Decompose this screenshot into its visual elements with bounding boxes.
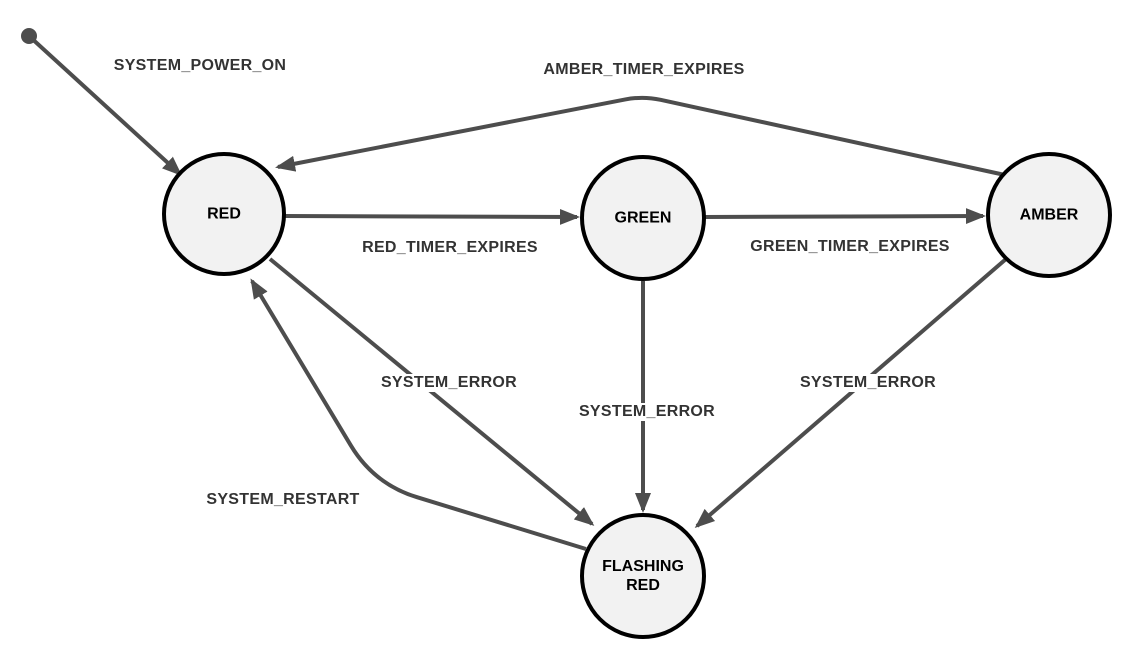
- state-circle-flashing-red: [580, 513, 706, 639]
- transition-arrow-system-power-on: [27, 34, 183, 177]
- transition-label-system-restart: SYSTEM_RESTART: [203, 491, 363, 509]
- transition-arrow-red-timer-expires: [283, 208, 580, 225]
- transitions-layer: [27, 34, 1008, 551]
- states-layer: [21, 28, 1112, 639]
- transition-label-system-error-red: SYSTEM_ERROR: [377, 374, 521, 392]
- transition-label-system-error-amber: SYSTEM_ERROR: [796, 374, 940, 392]
- transition-arrow-system-restart: [250, 278, 587, 551]
- transition-label-green-timer-expires: GREEN_TIMER_EXPIRES: [747, 238, 953, 256]
- transition-label-system-error-green: SYSTEM_ERROR: [575, 403, 719, 421]
- transition-arrow-amber-timer-expires: [275, 95, 1006, 177]
- transition-arrow-system-error-amber: [694, 257, 1008, 528]
- state-circle-green: [580, 155, 706, 281]
- transition-label-red-timer-expires: RED_TIMER_EXPIRES: [359, 239, 541, 257]
- transition-label-amber-timer-expires: AMBER_TIMER_EXPIRES: [540, 61, 748, 79]
- initial-state-dot: [21, 28, 37, 44]
- state-circle-red: [162, 152, 286, 276]
- transition-label-system-power-on: SYSTEM_POWER_ON: [110, 57, 290, 75]
- transition-arrow-green-timer-expires: [703, 208, 986, 225]
- state-circle-amber: [986, 152, 1112, 278]
